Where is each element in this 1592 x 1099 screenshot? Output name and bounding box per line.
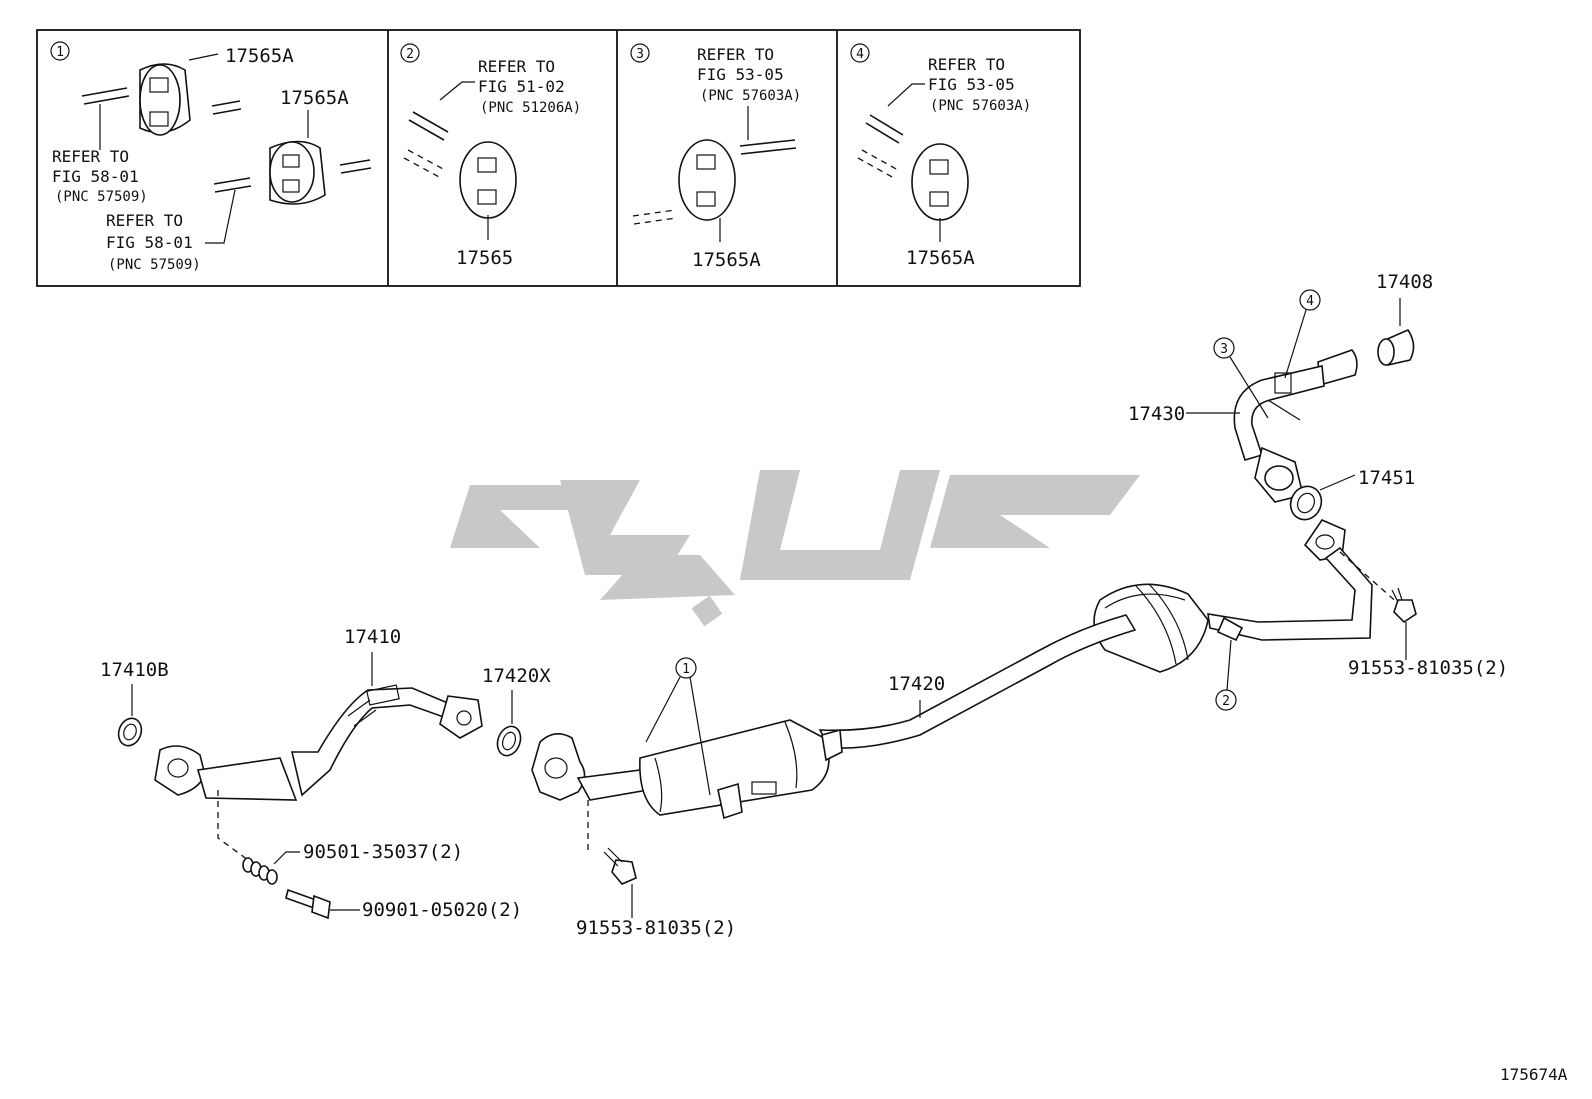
- ref-text: REFER TO: [697, 45, 774, 64]
- callout-4: 4: [1284, 289, 1321, 379]
- ref-text: FIG 51-02: [478, 77, 565, 96]
- part-label: 17420X: [482, 665, 551, 687]
- inset-box-2: 2 REFER TO FIG 51-02 (PNC 51206A) 17565: [400, 43, 581, 269]
- ref-text: REFER TO: [52, 147, 129, 166]
- callout-3: 3: [1213, 337, 1269, 419]
- tail-pipe: [1233, 349, 1358, 503]
- callout-number: 2: [1222, 694, 1230, 709]
- part-label: 90901-05020(2): [362, 899, 522, 921]
- part-label: 17565A: [280, 87, 349, 109]
- flange-bolt: 91553-81035(2): [576, 800, 736, 939]
- rubber-hanger: [269, 140, 326, 205]
- part-label: 17410: [344, 626, 401, 648]
- part-label: 17451: [1358, 467, 1415, 489]
- pnc-text: (PNC 57603A): [700, 88, 801, 104]
- pnc-text: (PNC 57509): [55, 189, 148, 205]
- callout-1: 1: [645, 657, 711, 796]
- callout-number: 3: [1220, 342, 1228, 357]
- part-label: 91553-81035(2): [576, 917, 736, 939]
- compression-spring: [242, 857, 278, 885]
- callout-number: 1: [682, 662, 690, 677]
- box-number-circle: [850, 43, 870, 63]
- part-label: 17565A: [225, 45, 294, 67]
- center-exhaust-pipe-muffler: [818, 519, 1373, 750]
- callout-number: 4: [1306, 294, 1314, 309]
- front-exhaust-pipe: [154, 684, 483, 801]
- box-number-circle: [50, 41, 70, 61]
- part-label: 90501-35037(2): [303, 841, 463, 863]
- part-label: 17410B: [100, 659, 169, 681]
- front-converter: [531, 719, 843, 820]
- pnc-text: (PNC 57603A): [930, 98, 1031, 114]
- inset-frame: [36, 29, 1081, 287]
- inset-box-1: 1 17565A 17565A REFER TO FIG 58-01 (PNC …: [50, 41, 372, 273]
- ref-text: REFER TO: [928, 55, 1005, 74]
- box-number: 4: [856, 47, 864, 62]
- flange-fasteners: 90501-35037(2) 90901-05020(2): [217, 790, 522, 921]
- gasket: 17410B: [100, 659, 169, 747]
- flange-bolt: 91553-81035(2): [1339, 551, 1508, 679]
- rubber-hanger: [678, 139, 736, 221]
- ref-text: FIG 58-01: [52, 167, 139, 186]
- ref-text: FIG 53-05: [928, 75, 1015, 94]
- callout-2: 2: [1215, 639, 1237, 711]
- box-number: 3: [636, 47, 644, 62]
- ref-text: REFER TO: [106, 211, 183, 230]
- pnc-text: (PNC 57509): [108, 257, 201, 273]
- box-number-circle: [630, 43, 650, 63]
- part-label: 91553-81035(2): [1348, 657, 1508, 679]
- part-label: 17420: [888, 673, 945, 695]
- box-number-circle: [400, 43, 420, 63]
- ref-text: FIG 53-05: [697, 65, 784, 84]
- part-label: 17430: [1128, 403, 1185, 425]
- box-number: 1: [56, 45, 64, 60]
- figure-id: 175674A: [1500, 1065, 1568, 1084]
- part-label: 17565A: [692, 249, 761, 271]
- part-label: 17565: [456, 247, 513, 269]
- rubber-hanger: [459, 141, 517, 219]
- inset-box-3: 3 REFER TO FIG 53-05 (PNC 57603A) 17565A: [630, 43, 801, 271]
- rubber-hanger: [139, 63, 191, 136]
- watermark-logo: [450, 470, 1140, 627]
- ref-text: FIG 58-01: [106, 233, 193, 252]
- gasket: 17420X: [482, 665, 551, 757]
- part-label: 17565A: [906, 247, 975, 269]
- bolt: [285, 888, 331, 920]
- gasket: 17451: [1289, 467, 1415, 521]
- rubber-hanger: [911, 143, 969, 221]
- ref-text: REFER TO: [478, 57, 555, 76]
- tail-pipe-tip: 17408: [1376, 271, 1433, 366]
- box-number: 2: [406, 47, 414, 62]
- part-label: 17408: [1376, 271, 1433, 293]
- inset-box-4: 4 REFER TO FIG 53-05 (PNC 57603A) 17565A: [850, 43, 1031, 269]
- pnc-text: (PNC 51206A): [480, 100, 581, 116]
